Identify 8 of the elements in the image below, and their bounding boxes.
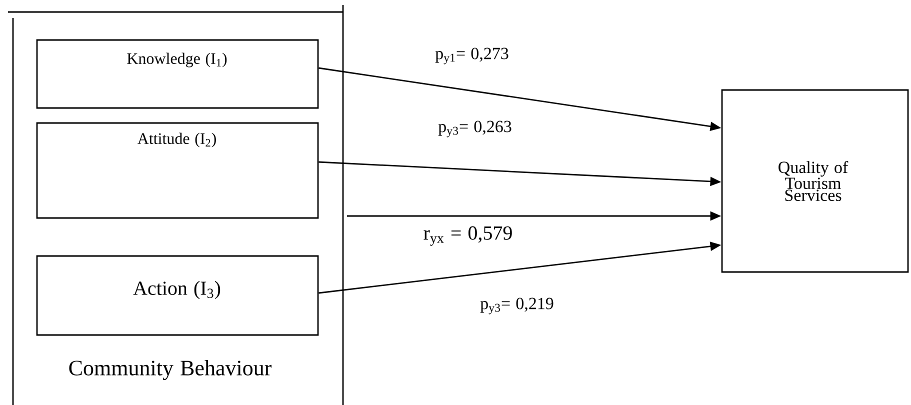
box: Knowledge (I$_{1}$) [36,39,319,109]
outcome-box: Quality of Tourism Services [721,89,909,273]
edge-label: r$_{yx}$ = 0,579 [422,225,514,247]
edge-label: p$_{y3}$= 0,263 [437,120,513,138]
edge-label: p$_{y1}$= 0,273 [434,46,510,66]
box: Action (I$_{3}$) [36,255,319,336]
box: Attitude (I$_{2}$) [36,122,319,219]
edge-label: p$_{y3}$= 0,219 [479,296,555,316]
